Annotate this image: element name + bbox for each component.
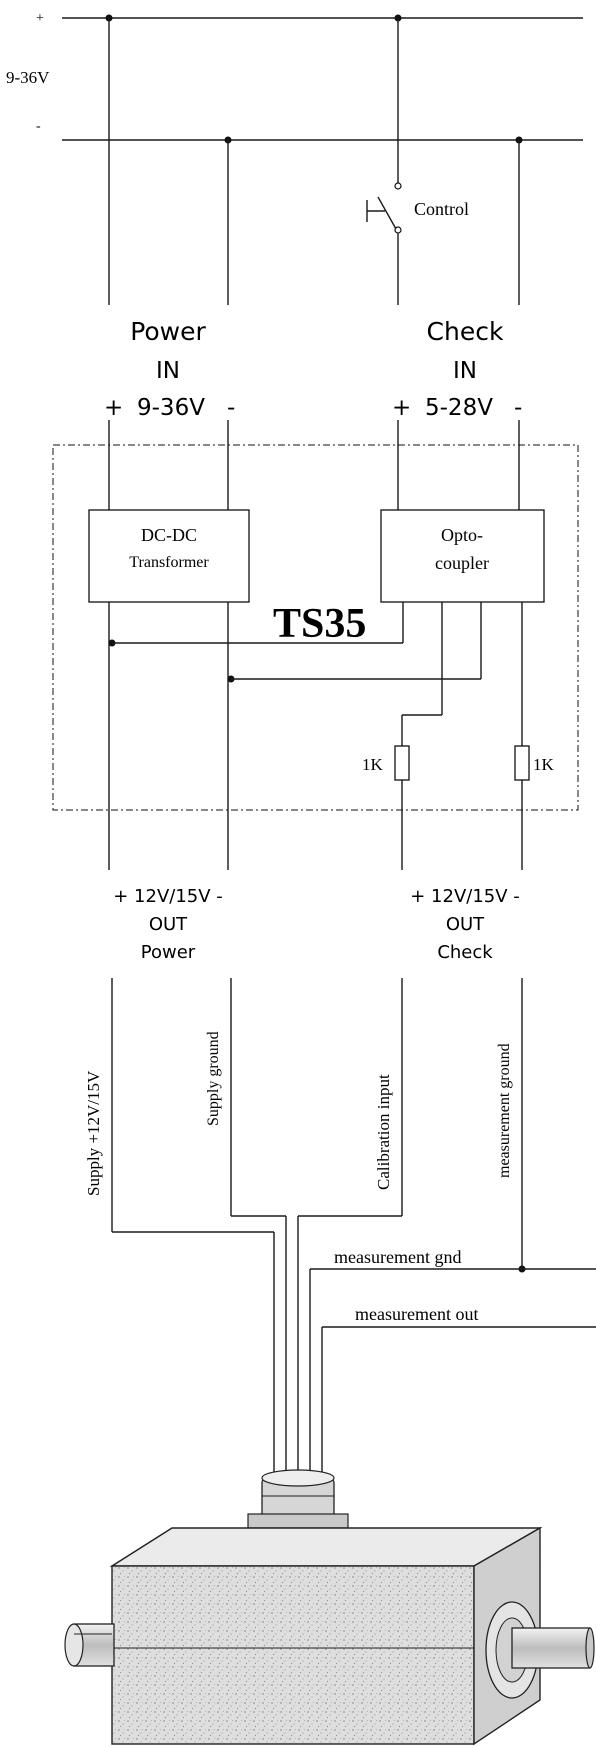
ts35-module-outline [52,444,579,811]
resistor2-icon [514,745,530,781]
resistor1-label: 1K [362,755,384,774]
cable-label-ground: Supply ground [205,1031,222,1126]
check-in-plus: + [392,395,411,421]
power-in-voltage: 9-36V [137,395,205,421]
output-label-gnd: measurement gnd [334,1247,461,1267]
power-in-title: Power [130,317,206,346]
cable-label-calibration: Calibration input [374,1074,393,1190]
power-out-title: Power [141,942,196,963]
module-name: TS35 [273,601,366,647]
opto-line1: Opto- [441,525,483,545]
output-label-out: measurement out [355,1304,478,1324]
supply-voltage-label: 9-36V [6,68,50,87]
cable-label-meas-ground: measurement ground [496,1043,513,1178]
check-in-minus: - [514,395,522,421]
switch-contact [394,182,402,190]
dcdc-line2: Transformer [129,554,209,571]
control-switch-icon [366,196,397,230]
power-in-plus: + [104,395,123,421]
optocoupler-box [380,509,545,603]
resistor1-icon [394,745,410,781]
check-out-title: Check [437,942,493,963]
supply-minus-label: - [36,119,41,134]
check-out-line: + 12V/15V - [410,886,520,907]
resistor2-label: 1K [533,755,555,774]
power-in-minus: - [227,395,235,421]
power-out-line: + 12V/15V - [113,886,223,907]
opto-line2: coupler [435,553,489,573]
check-in-sub: IN [453,358,477,384]
cable-label-supply: Supply +12V/15V [84,1070,103,1196]
dcdc-line1: DC-DC [141,525,197,545]
check-in-title: Check [427,317,504,346]
power-in-sub: IN [156,358,180,384]
check-out-sub: OUT [446,914,485,935]
supply-plus-label: + [36,11,44,26]
power-out-sub: OUT [149,914,188,935]
torque-sensor-icon [64,1469,595,1746]
control-label: Control [414,199,469,219]
dcdc-transformer-box [88,509,250,603]
check-in-voltage: 5-28V [425,395,493,421]
